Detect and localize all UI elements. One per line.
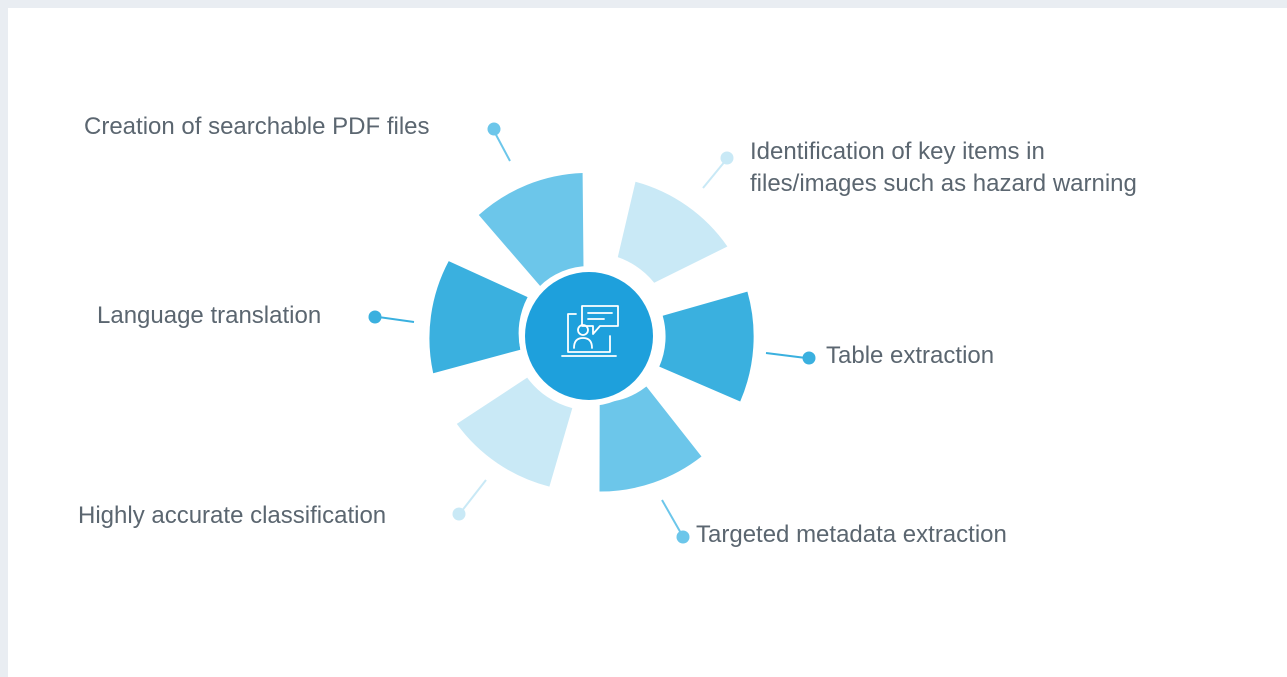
- presentation-chat-icon: [561, 305, 619, 357]
- label-classification: Highly accurate classification: [78, 502, 387, 529]
- petal-key-items: [617, 181, 728, 283]
- connector-key-items: [702, 151, 734, 189]
- connector-translation: [368, 310, 415, 324]
- connector-classification: [452, 479, 487, 521]
- label-key-items-line2: files/images such as hazard warning: [750, 170, 1137, 197]
- label-table-extraction: Table extraction: [826, 342, 995, 369]
- petal-table-extraction: [659, 291, 754, 402]
- label-key-items: Identification of key items in files/ima…: [750, 136, 1137, 200]
- label-key-items-line1: Identification of key items in: [750, 138, 1045, 165]
- label-searchable-pdf: Creation of searchable PDF files: [84, 113, 430, 140]
- connector-metadata-extraction: [661, 499, 690, 544]
- petal-searchable-pdf: [478, 173, 584, 294]
- label-translation: Language translation: [97, 302, 322, 329]
- label-metadata-extraction: Targeted metadata extraction: [696, 521, 1007, 548]
- connector-table-extraction: [765, 351, 816, 365]
- connector-searchable-pdf: [487, 122, 511, 162]
- petal-metadata-extraction: [599, 386, 702, 492]
- petal-classification: [456, 377, 573, 487]
- hub-circle: [525, 272, 653, 400]
- petal-translation: [429, 261, 528, 374]
